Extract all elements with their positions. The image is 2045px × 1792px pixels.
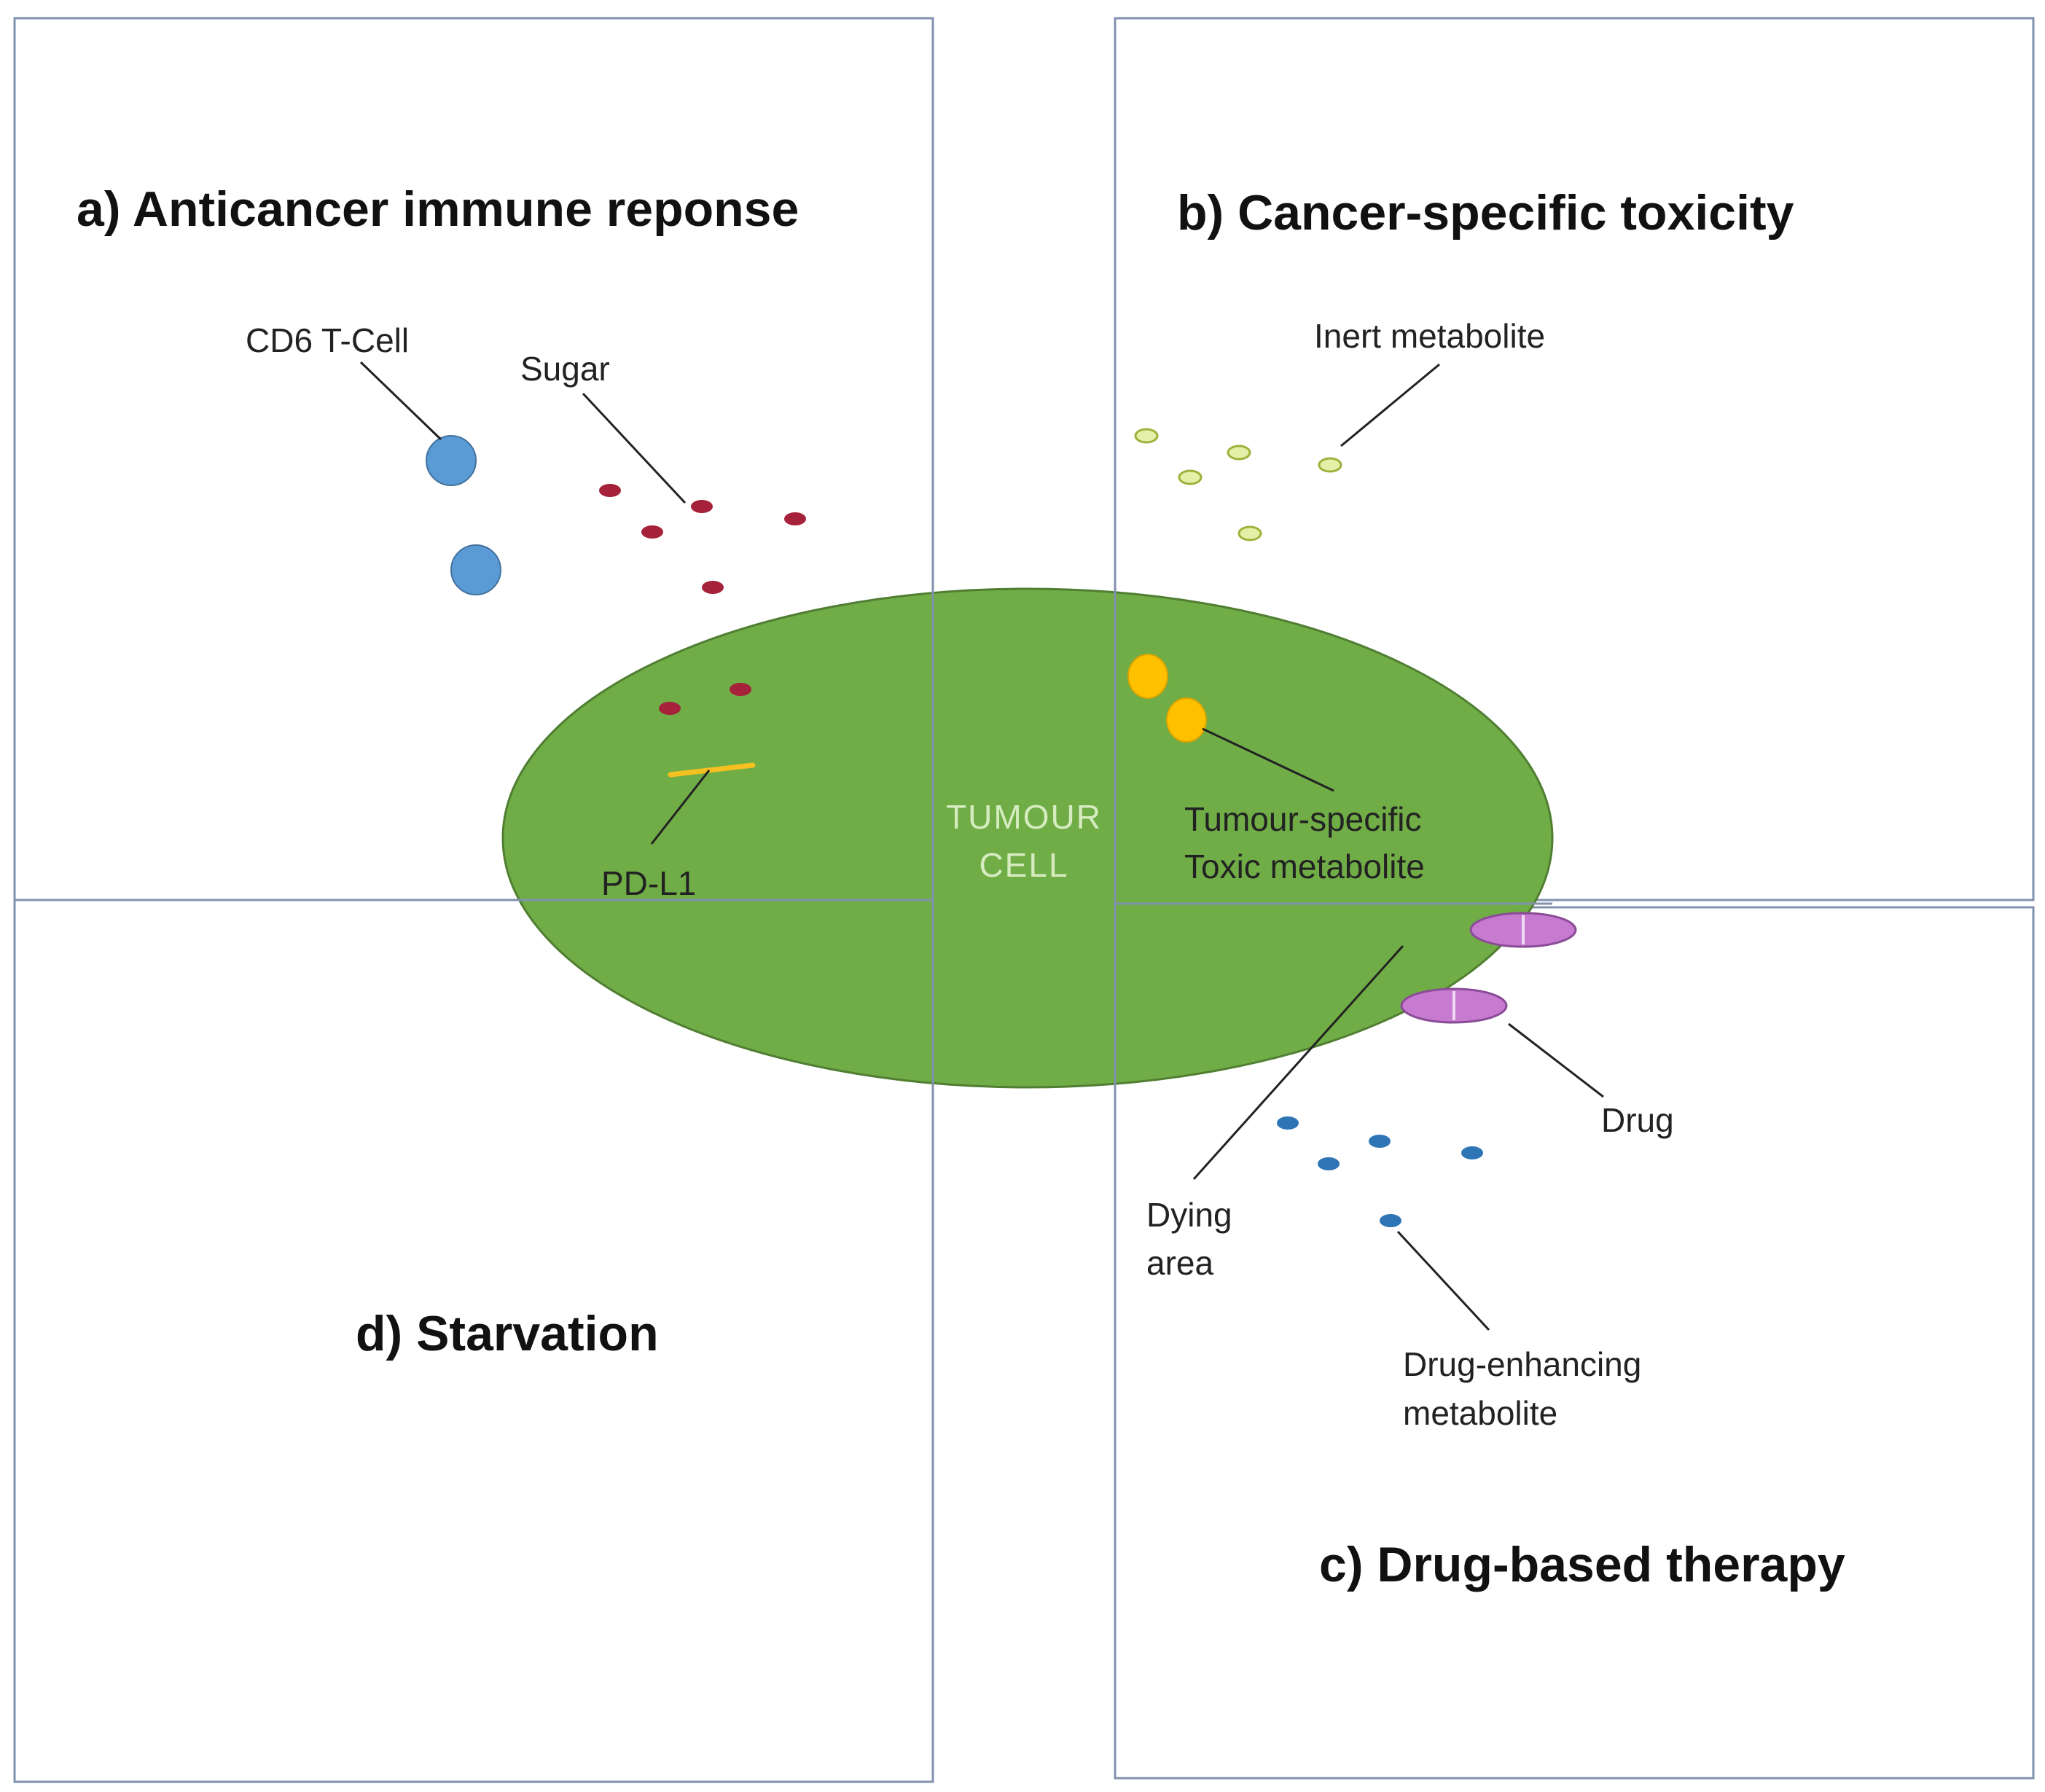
inert-metabolite (1237, 525, 1262, 541)
panel-c-title: c) Drug-based therapy (1319, 1537, 1845, 1592)
sugar-molecule (641, 525, 663, 539)
inert-metabolite-leader (1340, 363, 1440, 447)
sugar-molecule (702, 581, 724, 594)
toxic-metabolite (1166, 697, 1207, 743)
toxic-metabolite (1127, 654, 1168, 699)
dying-area-leader (1192, 944, 1404, 1181)
sugar-label: Sugar (520, 350, 610, 388)
drug-enhancing-metabolite (1369, 1135, 1391, 1148)
cd6-tcell-label: CD6 T-Cell (246, 321, 409, 359)
inert-metabolite (1134, 428, 1159, 444)
dying-area-label-line2: area (1146, 1244, 1213, 1282)
drug-enhancing-metabolite (1318, 1157, 1340, 1170)
drug-enhancing-metabolites (1277, 1116, 1483, 1227)
drug-label: Drug (1601, 1101, 1674, 1139)
cd6-tcell-leader (359, 361, 442, 441)
t-cell (450, 544, 501, 595)
panel-d-title: d) Starvation (356, 1306, 659, 1361)
drug-enhancing-metabolite (1461, 1146, 1483, 1159)
tumour-cell-label-line2: CELL (979, 846, 1068, 884)
sugar-molecule (784, 512, 806, 525)
sugar-molecule (730, 683, 751, 696)
toxic-metabolite-label-line1: Tumour-specific (1184, 800, 1421, 838)
drug-enhancing-label-line2: metabolite (1403, 1394, 1557, 1432)
pdl1-leader (650, 770, 711, 845)
sugar-molecule (659, 702, 681, 715)
drug-molecule (1400, 987, 1508, 1024)
sugar-molecules (599, 484, 806, 715)
toxic-metabolite-label-line2: Toxic metabolite (1184, 848, 1425, 885)
frame-lines-over-cell (503, 590, 1552, 1086)
inert-metabolite (1178, 469, 1203, 485)
inert-metabolite (1227, 445, 1251, 461)
t-cell (426, 435, 477, 486)
dying-area-label-line1: Dying (1146, 1196, 1232, 1234)
tumour-cell-label-line1: TUMOUR (946, 798, 1102, 836)
inert-metabolite (1318, 457, 1342, 473)
inert-metabolite-label: Inert metabolite (1314, 317, 1545, 355)
t-cells (426, 435, 501, 595)
sugar-leader (582, 392, 687, 504)
drug-enhancing-metabolite (1380, 1214, 1401, 1227)
drug-molecule (1469, 912, 1577, 948)
drug-enhancing-metabolite (1277, 1116, 1299, 1130)
panel-d-frame (13, 899, 934, 1783)
drug-enhancing-leader (1396, 1230, 1490, 1331)
pdl1-label: PD-L1 (601, 864, 696, 902)
toxic-metabolites (1127, 654, 1207, 743)
pdl1-receptor (668, 762, 756, 778)
tumour-cell (501, 587, 1554, 1089)
panel-c-frame (1114, 906, 2035, 1780)
quadrant-frames (13, 17, 2035, 1783)
panel-b-frame (1114, 17, 2035, 901)
sugar-molecule (691, 500, 713, 513)
drug-molecules (1400, 912, 1577, 1024)
toxic-metabolite-leader (1202, 727, 1334, 792)
panel-b-title: b) Cancer-specific toxicity (1177, 185, 1794, 240)
drug-enhancing-label-line1: Drug-enhancing (1403, 1345, 1641, 1383)
drug-leader (1508, 1022, 1604, 1098)
sugar-molecule (599, 484, 621, 497)
inert-metabolites (1134, 428, 1342, 541)
panel-a-title: a) Anticancer immune reponse (77, 181, 799, 237)
